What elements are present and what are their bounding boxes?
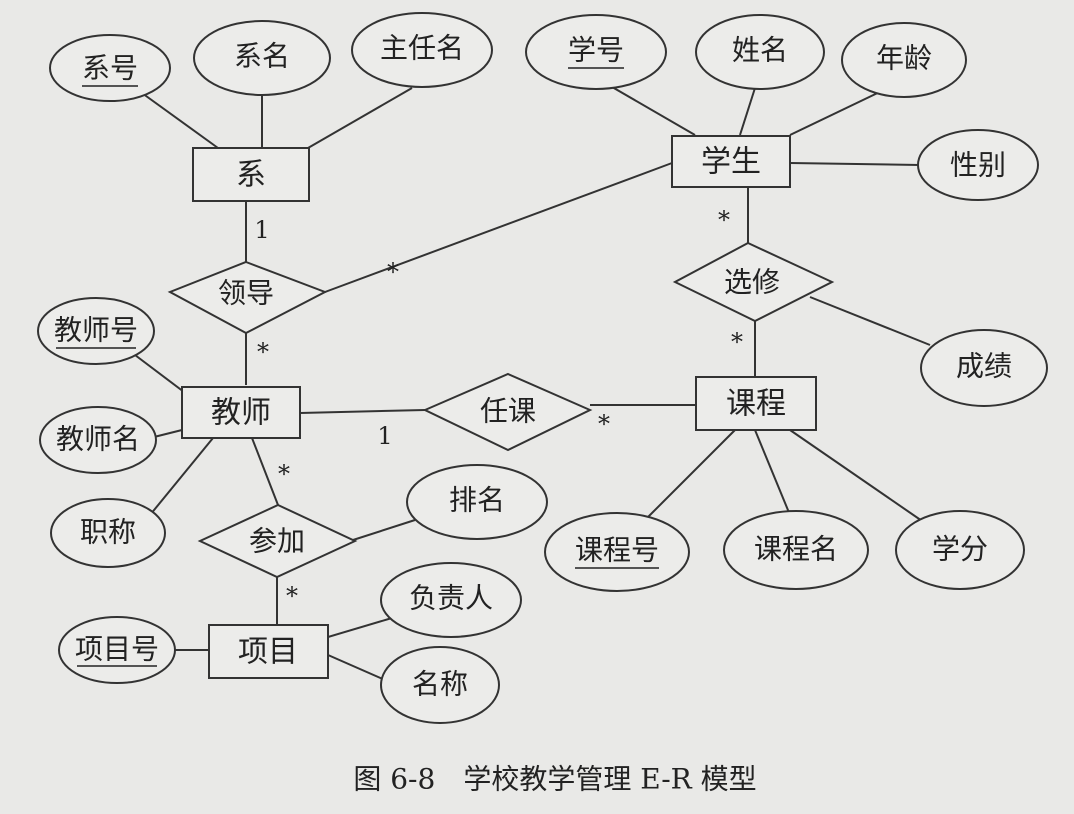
attr-shape-ximing <box>193 20 331 96</box>
key-underlines <box>56 67 659 667</box>
card-xi-lingdao: 1 <box>254 216 269 244</box>
line-xingbie-xuesheng <box>789 162 921 166</box>
line-xuehao-xuesheng <box>599 79 696 136</box>
attr-label-nianling: 年龄 <box>876 42 932 75</box>
attr-shape-xingbie <box>917 129 1039 201</box>
attr-label-xuehao: 学号 <box>568 34 624 67</box>
relationship-label-renke: 任课 <box>480 395 536 428</box>
attr-label-fuzeren: 负责人 <box>409 582 493 615</box>
attr-label-chengji: 成绩 <box>956 350 1012 383</box>
figure-caption: 图 6-8 学校教学管理 E-R 模型 <box>353 763 756 796</box>
line-kecheng-kechenghao <box>639 429 736 526</box>
entity-label-xuesheng: 学生 <box>701 145 761 180</box>
line-xihao-xi <box>134 87 219 149</box>
attr-label-ximing: 系名 <box>234 40 290 73</box>
attr-shape-paiming <box>406 464 548 540</box>
attribute-labels: 系号 系名 主任名 学号 姓名 年龄 性别 成绩 教师号 教师名 职称 排名 课… <box>54 32 1012 701</box>
relationship-label-lingdao: 领导 <box>218 277 274 310</box>
ent-shape-kecheng <box>695 376 817 431</box>
attr-label-xingbie: 性别 <box>950 149 1006 182</box>
line-kecheng-xuefen <box>789 429 926 524</box>
line-zhicheng-jiaoshi <box>149 437 214 516</box>
attr-label-kechengming: 课程名 <box>754 533 838 566</box>
relationship-label-canjia: 参加 <box>249 525 305 558</box>
card-xuesheng-xuanxiu: * <box>718 206 730 234</box>
entity-label-xiangmu: 项目 <box>238 635 298 670</box>
attr-shape-xuefen <box>895 510 1025 590</box>
attr-shape-chengji <box>920 329 1048 407</box>
attr-label-xingming: 姓名 <box>732 34 788 67</box>
line-jiaoshihao-jiaoshi <box>134 354 189 396</box>
card-xuanxiu-kecheng: * <box>731 328 743 356</box>
attr-shape-fuzeren <box>380 562 522 638</box>
relationship-shapes <box>167 241 835 579</box>
attr-shape-zhicheng <box>50 498 166 568</box>
line-kecheng-kechengming <box>754 429 791 516</box>
attribute-shapes <box>37 12 1048 724</box>
attr-shape-nianling <box>841 22 967 98</box>
attr-label-jiaoshiming: 教师名 <box>56 423 140 456</box>
cardinality-labels: 1 * * * * 1 * * * <box>254 206 743 610</box>
line-jiaoshi-renke <box>299 409 426 414</box>
line-nianling-xuesheng <box>789 87 889 136</box>
card-canjia-xiangmu: * <box>286 582 298 610</box>
attr-label-xihao: 系号 <box>82 52 138 85</box>
ent-shape-jiaoshi <box>181 386 301 439</box>
entity-label-xi: 系 <box>236 158 266 193</box>
attr-shape-kechenghao <box>544 512 690 592</box>
attr-shape-kechengming <box>723 510 869 590</box>
line-xuanxiu-chengji <box>809 296 931 346</box>
attr-shape-xuehao <box>525 14 667 90</box>
relationship-labels: 领导 选修 任课 参加 <box>218 266 780 558</box>
attr-shape-xihao <box>49 34 171 102</box>
attr-label-zhurenming: 主任名 <box>380 32 464 65</box>
attr-shape-zhurenming <box>351 12 493 88</box>
entity-labels: 系 学生 教师 课程 项目 <box>211 145 786 670</box>
attr-label-xuefen: 学分 <box>932 533 988 566</box>
line-jiaoshi-canjia <box>251 437 279 506</box>
attr-shape-xingming <box>695 14 825 90</box>
attr-label-mingcheng: 名称 <box>412 668 468 701</box>
rel-shape-xuanxiu <box>672 241 835 323</box>
line-xiangmu-fuzeren <box>327 617 393 638</box>
card-renke-kecheng: * <box>598 410 610 438</box>
card-jiaoshi-renke: 1 <box>377 422 392 450</box>
attr-label-zhicheng: 职称 <box>80 516 136 549</box>
ent-shape-xi <box>192 147 310 202</box>
ent-shape-xuesheng <box>671 135 791 188</box>
entity-shapes <box>181 135 817 679</box>
card-lingdao-xuesheng: * <box>387 258 399 286</box>
connector-lines <box>134 79 931 681</box>
relationship-label-xuanxiu: 选修 <box>724 266 780 299</box>
attr-label-paiming: 排名 <box>449 484 505 517</box>
attr-label-xiangmuhao: 项目号 <box>75 633 159 666</box>
ent-shape-xiangmu <box>208 624 329 679</box>
entity-label-jiaoshi: 教师 <box>211 396 271 431</box>
entity-label-kecheng: 课程 <box>726 387 786 422</box>
rel-shape-renke <box>422 372 593 452</box>
line-lingdao-xuesheng <box>324 162 673 293</box>
card-jiaoshi-canjia: * <box>278 460 290 488</box>
attr-label-kechenghao: 课程号 <box>575 534 659 567</box>
line-xiangmu-mingcheng <box>327 654 386 681</box>
line-xingming-xuesheng <box>739 87 756 136</box>
rel-shape-lingdao <box>167 260 328 335</box>
rel-shape-canjia <box>197 503 358 579</box>
attr-shape-jiaoshiming <box>39 406 157 474</box>
line-canjia-paiming <box>352 519 416 541</box>
line-zhurenming-xi <box>307 87 413 149</box>
card-lingdao-jiaoshi: * <box>257 338 269 366</box>
attr-label-jiaoshihao: 教师号 <box>54 314 138 347</box>
attr-shape-mingcheng <box>380 646 500 724</box>
